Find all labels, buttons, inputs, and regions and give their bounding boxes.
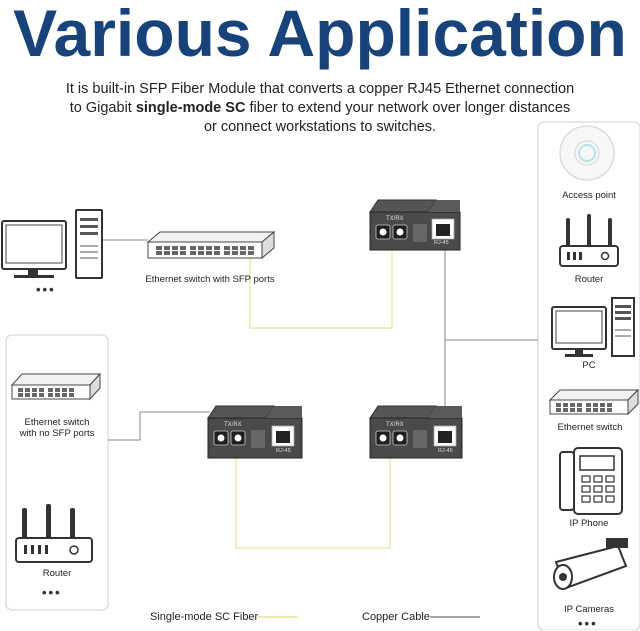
ip-phone-icon: [559, 447, 623, 515]
ip-phone-label: IP Phone: [569, 518, 609, 529]
router-left-label: Router: [42, 568, 72, 579]
converter-left-port: RJ-45: [276, 448, 291, 454]
media-converter-right-icon: [369, 405, 463, 459]
legend-copper-label: Copper Cable: [362, 611, 430, 623]
router-left-icon: [15, 504, 93, 563]
fiber-cable-top: [249, 250, 393, 329]
switch-no-sfp-icon: [10, 372, 102, 401]
converter-right-txrx: TX/RX: [386, 422, 404, 428]
ethernet-switch-right-label: Ethernet switch: [557, 422, 623, 433]
switch-sfp-icon: [146, 230, 276, 260]
converter-left-txrx: TX/RX: [224, 422, 242, 428]
router-right-label: Router: [574, 274, 604, 285]
access-point-icon: [559, 125, 615, 181]
converter-top-txrx: TX/RX: [386, 216, 404, 222]
pc-right-icon: [551, 297, 635, 357]
ethernet-switch-right-icon: [548, 388, 640, 416]
left-device-group-box: [5, 334, 109, 611]
router-right-icon: [559, 214, 619, 267]
description-line-1: It is built-in SFP Fiber Module that con…: [65, 81, 575, 97]
switch-sfp-label: Ethernet switch with SFP ports: [145, 274, 275, 285]
description-line-2: to Gigabit single-mode SC fiber to exten…: [69, 100, 571, 116]
fiber-cable-bottom: [235, 458, 391, 549]
switch-no-sfp-label-1: Ethernet switch: [24, 417, 90, 428]
ip-camera-icon: [553, 538, 628, 590]
pc-right-label: PC: [582, 360, 596, 371]
ip-cameras-label: IP Cameras: [564, 604, 614, 615]
media-converter-left-icon: [207, 405, 303, 459]
legend-fiber-label: Single-mode SC Fiber: [150, 611, 259, 623]
description-line-3: or connect workstations to switches.: [203, 119, 437, 135]
copper-cable-left-group: [108, 411, 210, 441]
access-point-label: Access point: [562, 190, 616, 201]
converter-right-port: RJ-45: [438, 448, 453, 454]
left-group-more-dots: •••: [42, 585, 62, 600]
right-group-more-dots: •••: [578, 616, 598, 631]
pc-left-more-dots: •••: [36, 282, 56, 297]
pc-left-icon: [1, 209, 103, 279]
media-converter-top-icon: [369, 199, 461, 251]
switch-no-sfp-label-2: with no SFP ports: [19, 428, 95, 439]
right-device-group-box: [537, 121, 640, 630]
page-title: Various Application: [13, 0, 627, 70]
converter-top-port: RJ-45: [434, 240, 449, 246]
description: It is built-in SFP Fiber Module that con…: [10, 80, 630, 137]
